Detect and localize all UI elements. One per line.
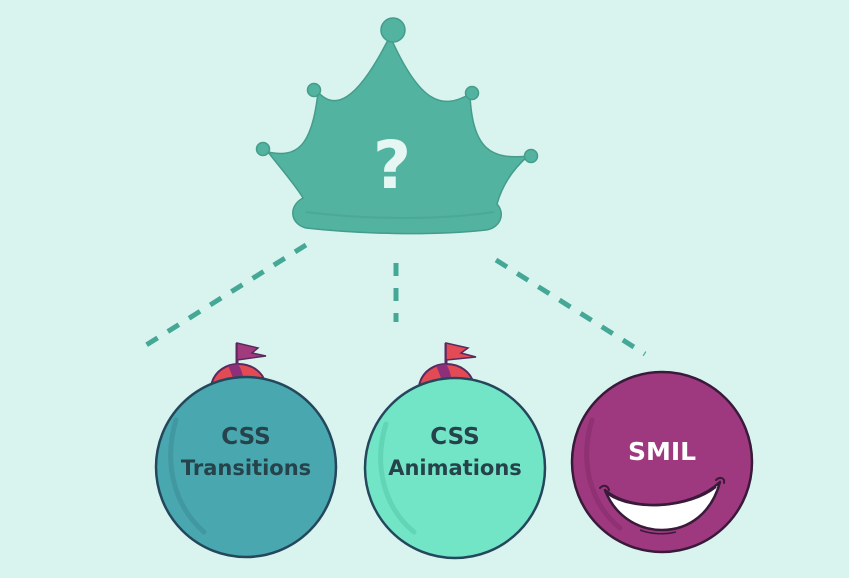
crown-icon: ? [255,17,539,235]
label-line1: CSS [221,424,270,450]
connector-right [494,257,647,357]
label-line1: CSS [430,424,479,450]
label-line2: Animations [388,456,522,480]
crown-tip-left-inner [306,82,322,98]
crown-tip-top [380,17,406,43]
crown-shape [266,34,531,235]
grin-icon [599,476,726,535]
ball-css-transitions [154,375,338,559]
connector-left [141,242,308,350]
label-line2: Transitions [181,456,311,480]
crown-tip-right-inner [464,85,480,101]
crown-tip-left-outer [255,141,271,157]
node-smil: SMIL [570,370,754,554]
node-css-transitions: CSS Transitions [154,342,338,559]
crown-question-mark: ? [373,127,411,204]
node-css-animations: CSS Animations [363,342,547,560]
crown-band-highlight [305,211,495,219]
connectors [141,242,647,357]
crown-tip-right-outer [523,148,539,164]
ball-css-animations [363,376,547,560]
label-line1: SMIL [628,437,696,466]
